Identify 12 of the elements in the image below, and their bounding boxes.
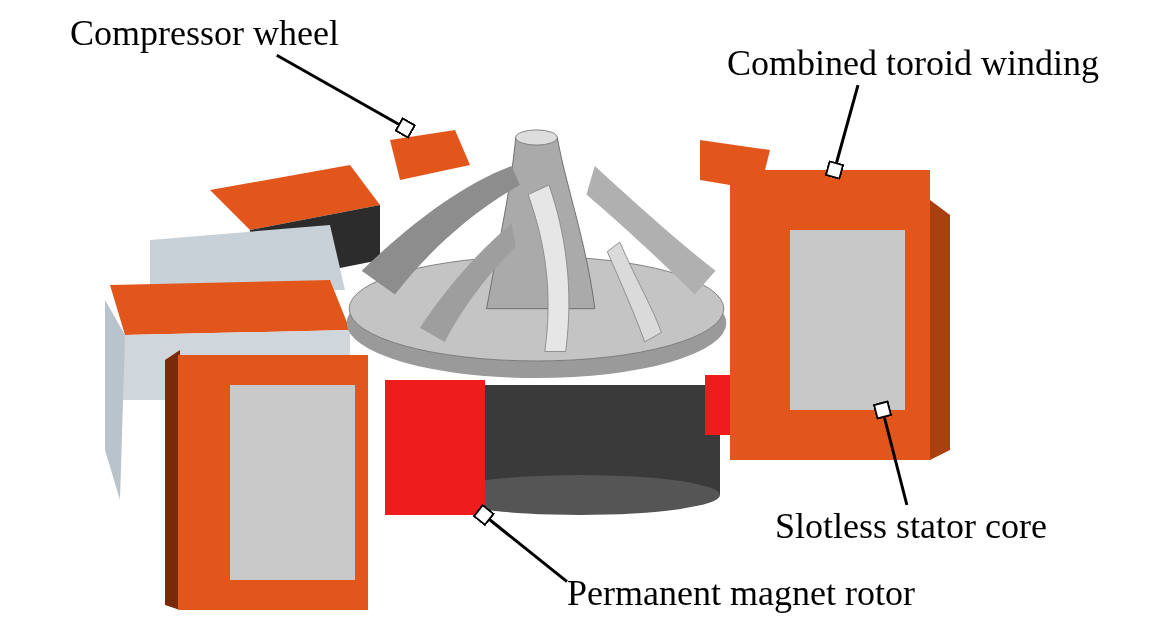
winding-block — [730, 170, 930, 460]
magnet-block — [385, 380, 485, 515]
part-label: Slotless stator core — [775, 505, 1047, 549]
part-label: Combined toroid winding — [727, 42, 1099, 86]
part-label: Compressor wheel — [70, 12, 339, 56]
leader-line — [472, 504, 568, 583]
part-label: Permanent magnet rotor — [567, 572, 915, 616]
leader-line — [276, 53, 416, 139]
stator-core-block — [790, 230, 905, 410]
compressor-wheel-drawing — [345, 128, 728, 380]
leader-line — [873, 400, 909, 506]
leader-line — [824, 84, 860, 180]
